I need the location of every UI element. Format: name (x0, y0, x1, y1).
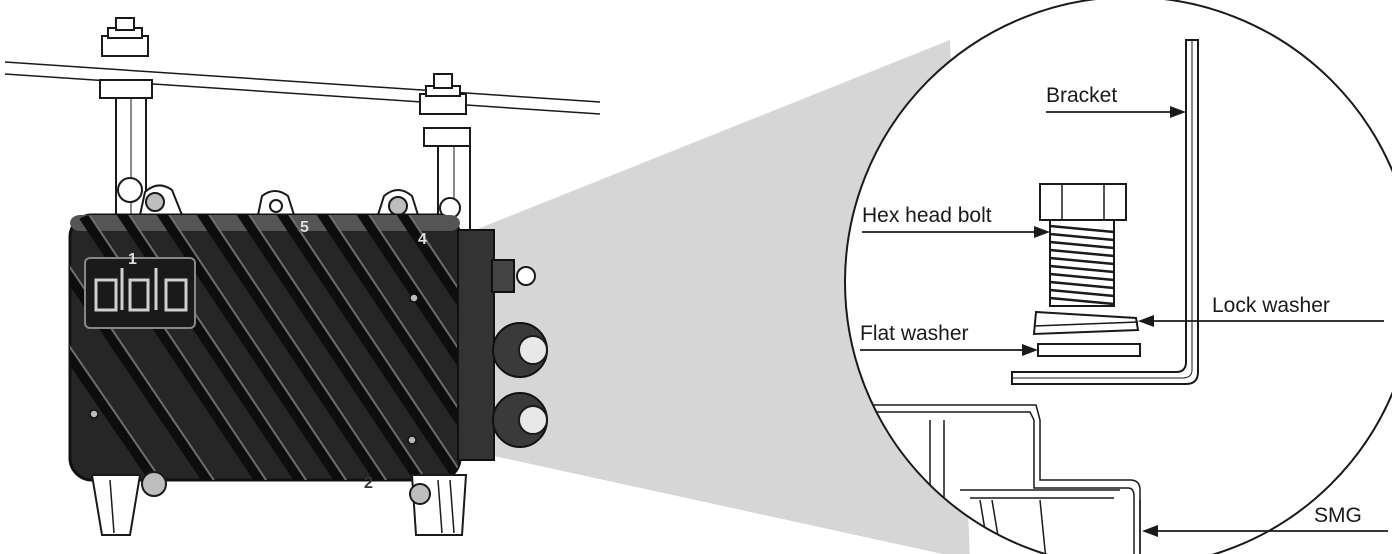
callout-smg: SMG (1142, 504, 1388, 537)
magnification-cone (470, 40, 970, 554)
smg-unit: 1 5 4 2 (68, 177, 548, 536)
callout-lock-washer: Lock washer (1138, 294, 1384, 327)
bracket (1011, 39, 1199, 385)
alpha-logo-mark (94, 268, 188, 312)
unit-number-4: 4 (418, 231, 427, 248)
side-connectors (457, 229, 548, 461)
flat-washer (1037, 343, 1141, 357)
label-lock-washer: Lock washer (1212, 294, 1330, 317)
top-mounting-tabs (117, 177, 461, 219)
label-bracket: Bracket (1046, 84, 1117, 107)
unit-number-2: 2 (364, 475, 373, 492)
label-flat-washer: Flat washer (860, 322, 969, 345)
detail-circle (845, 0, 1392, 554)
label-hex-head-bolt: Hex head bolt (862, 204, 992, 227)
unit-number-1: 1 (128, 251, 137, 268)
detail-view (870, 39, 1199, 554)
hex-head-bolt (1039, 183, 1127, 307)
callout-flat-washer: Flat washer (860, 322, 1038, 356)
unit-number-5: 5 (300, 219, 309, 236)
logo-plate (84, 257, 196, 329)
bottom-feet (90, 471, 468, 536)
label-smg: SMG (1314, 504, 1362, 527)
callout-bracket: Bracket (1046, 84, 1186, 118)
callout-hex-head-bolt: Hex head bolt (862, 204, 1050, 238)
strand-cable (4, 61, 601, 115)
housing-screws (89, 293, 419, 445)
